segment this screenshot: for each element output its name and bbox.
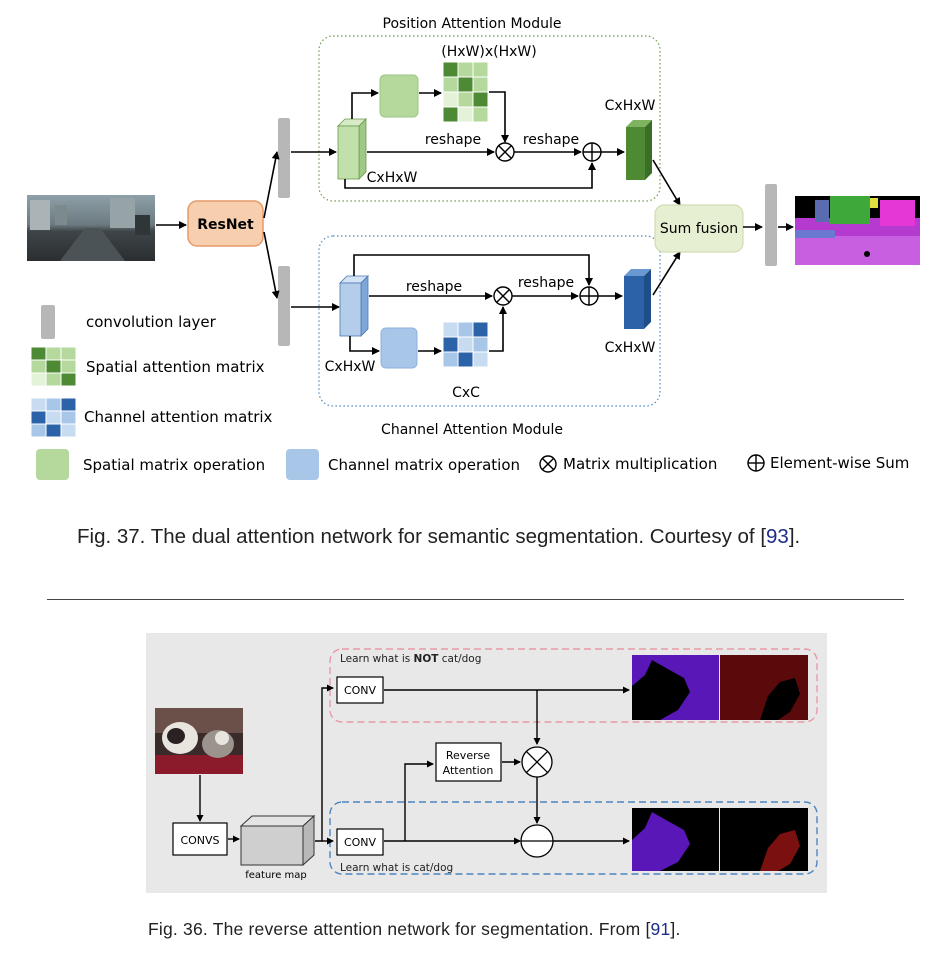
dual-attention-diagram: Position Attention Module Channel Attent…	[27, 16, 920, 480]
reverse-sum-icon	[520, 824, 554, 858]
pam-attention-matrix	[442, 61, 489, 123]
reverse-attention-label-2: Attention	[443, 764, 494, 777]
section-divider	[47, 599, 904, 600]
legend-spatial-op-swatch	[36, 449, 69, 480]
pam-spatial-operation	[379, 74, 419, 118]
pam-element-sum-icon	[582, 142, 602, 162]
conv-layer-top	[278, 118, 290, 198]
legend-spatial-matrix-swatch	[30, 346, 77, 387]
legend-conv-swatch	[41, 305, 55, 339]
cam-cxhxw-label-in: CxHxW	[325, 359, 376, 375]
figure-37-caption: Fig. 37. The dual attention network for …	[77, 524, 837, 549]
pam-matrix-label: (HxW)x(HxW)	[441, 44, 536, 60]
channel-module-box	[318, 235, 661, 407]
legend-matrix-multiply-label: Matrix multiplication	[563, 455, 717, 473]
conv-layer-final	[765, 184, 777, 266]
cat-region	[329, 801, 818, 875]
figure-37-caption-text: Fig. 37. The dual attention network for …	[77, 525, 767, 548]
pam-matrix-multiply-icon	[495, 142, 515, 162]
feature-map-label: feature map	[245, 870, 307, 881]
conv-box-top	[336, 676, 384, 704]
resnet-label: ResNet	[197, 217, 254, 233]
legend-spatial-op-label: Spatial matrix operation	[83, 456, 265, 474]
conv-layer-bottom	[278, 266, 290, 346]
figure-36-caption: Fig. 36. The reverse attention network f…	[148, 918, 848, 940]
cam-attention-matrix	[442, 321, 489, 368]
street-input-image	[27, 195, 155, 261]
cam-channel-operation	[380, 327, 418, 369]
legend-channel-matrix-label: Channel attention matrix	[84, 408, 273, 426]
pam-cxhxw-label-in: CxHxW	[367, 170, 418, 186]
pam-feature-block	[337, 118, 367, 180]
pam-cxhxw-label-out: CxHxW	[605, 98, 656, 114]
position-module-box	[318, 35, 661, 202]
feature-map-block	[239, 814, 316, 867]
legend-channel-matrix-swatch	[30, 397, 77, 438]
figure-36-caption-text: Fig. 36. The reverse attention network f…	[148, 919, 651, 939]
reverse-attention-diagram: Learn what is NOT cat/dog Learn what is …	[146, 633, 827, 893]
convs-box	[172, 822, 228, 856]
figure-37-caption-end: ].	[788, 525, 801, 548]
not-cat-region	[329, 648, 818, 723]
convs-label: CONVS	[180, 834, 219, 847]
reverse-attention-label-1: Reverse	[446, 749, 490, 762]
cat-label: Learn what is cat/dog	[340, 862, 453, 874]
not-cat-output-maps	[632, 655, 808, 720]
conv-label-top: CONV	[344, 684, 377, 697]
conv-label-bottom: CONV	[344, 836, 377, 849]
cam-reshape-label-2: reshape	[518, 275, 574, 291]
pam-reshape-label-2: reshape	[523, 132, 579, 148]
cam-reshape-label-1: reshape	[406, 279, 462, 295]
cam-cxhxw-label-out: CxHxW	[605, 340, 656, 356]
conv-box-bottom	[336, 828, 384, 856]
not-cat-label: Learn what is NOT cat/dog	[340, 653, 481, 665]
pam-output-block	[626, 120, 652, 180]
cam-feature-block	[339, 275, 369, 337]
legend-element-sum-label: Element-wise Sum	[770, 454, 909, 472]
position-module-title: Position Attention Module	[383, 16, 562, 32]
pam-reshape-label-1: reshape	[425, 132, 481, 148]
legend-conv-label: convolution layer	[86, 313, 217, 331]
legend-element-sum-icon	[747, 454, 765, 472]
cat-dog-input-image	[155, 708, 243, 774]
legend-matrix-multiply-icon	[539, 455, 557, 473]
sum-fusion-label: Sum fusion	[660, 221, 738, 237]
legend-channel-op-label: Channel matrix operation	[328, 456, 520, 474]
figure-36-caption-end: ].	[670, 919, 681, 939]
figure-37-citation-link[interactable]: 93	[766, 525, 789, 548]
cam-output-block	[624, 269, 651, 329]
sum-fusion-box	[654, 204, 744, 253]
cam-matrix-label: CxC	[452, 385, 480, 401]
figure-36-citation-link[interactable]: 91	[650, 919, 671, 939]
reverse-multiply-icon	[521, 746, 553, 778]
cam-element-sum-icon	[579, 286, 599, 306]
cat-output-maps	[632, 808, 808, 871]
legend-spatial-matrix-label: Spatial attention matrix	[86, 358, 265, 376]
legend-channel-op-swatch	[286, 449, 319, 480]
channel-module-title: Channel Attention Module	[381, 422, 563, 438]
segmentation-output-image	[795, 196, 920, 265]
reverse-attention-box	[435, 742, 502, 782]
resnet-box	[187, 200, 264, 247]
cam-matrix-multiply-icon	[493, 286, 513, 306]
